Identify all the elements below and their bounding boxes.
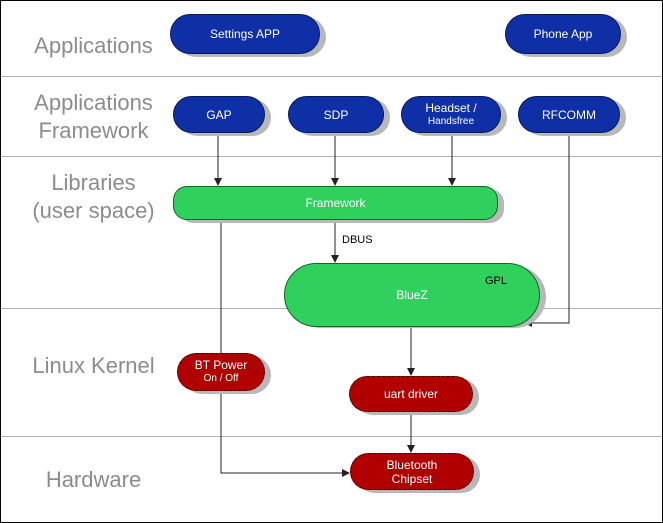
headset-box: Headset / Handsfree xyxy=(401,96,501,133)
arrow-rfcomm-bluez xyxy=(524,135,570,327)
layer-kernel-text: Linux Kernel xyxy=(32,353,155,378)
layer-label-kernel: Linux Kernel xyxy=(1,352,186,380)
layer-framework-line1: Applications xyxy=(34,90,153,115)
chipset-box: Bluetooth Chipset xyxy=(350,453,474,490)
bt-power-box: BT Power On / Off xyxy=(177,353,265,391)
divider-apps-framework xyxy=(1,76,662,77)
uart-box: uart driver xyxy=(349,376,473,412)
bluez-label: BlueZ xyxy=(396,288,428,302)
chipset-label-line1: Bluetooth xyxy=(386,457,438,472)
layer-applications-text: Applications xyxy=(34,33,153,58)
bluez-box: BlueZ GPL xyxy=(284,263,540,327)
layer-libraries-line1: Libraries xyxy=(51,170,136,195)
settings-app-box: Settings APP xyxy=(170,14,320,54)
layer-hardware-text: Hardware xyxy=(45,467,142,492)
layer-label-applications: Applications xyxy=(1,32,186,60)
phone-app-label: Phone App xyxy=(533,27,593,41)
phone-app-box: Phone App xyxy=(505,14,621,54)
sdp-box: SDP xyxy=(288,96,384,133)
framework-lib-box: Framework xyxy=(173,186,498,220)
chipset-label-line2: Chipset xyxy=(391,471,433,486)
headset-label-line1: Headset / xyxy=(425,100,477,115)
layer-label-hardware: Hardware xyxy=(1,466,186,494)
headset-label-line2: Handsfree xyxy=(427,115,475,127)
sdp-label: SDP xyxy=(323,107,349,122)
dbus-label: DBUS xyxy=(342,234,373,246)
bt-power-label-line1: BT Power xyxy=(194,358,248,372)
gap-box: GAP xyxy=(173,96,265,133)
bt-power-label-line2: On / Off xyxy=(203,373,239,384)
arrow-framework-chipset xyxy=(220,220,350,477)
uart-label: uart driver xyxy=(383,387,439,401)
layer-label-libraries: Libraries (user space) xyxy=(1,169,186,225)
rfcomm-label: RFCOMM xyxy=(542,107,596,122)
divider-kernel-hardware xyxy=(1,436,662,437)
settings-app-label: Settings APP xyxy=(209,27,281,41)
divider-framework-libraries xyxy=(1,156,662,157)
gap-label: GAP xyxy=(206,107,232,122)
framework-lib-label: Framework xyxy=(305,196,366,210)
gpl-label: GPL xyxy=(485,275,508,287)
layer-libraries-line2: (user space) xyxy=(32,198,155,223)
layer-label-framework: Applications Framework xyxy=(1,89,186,145)
rfcomm-box: RFCOMM xyxy=(518,96,620,133)
layer-framework-line2: Framework xyxy=(38,118,149,143)
